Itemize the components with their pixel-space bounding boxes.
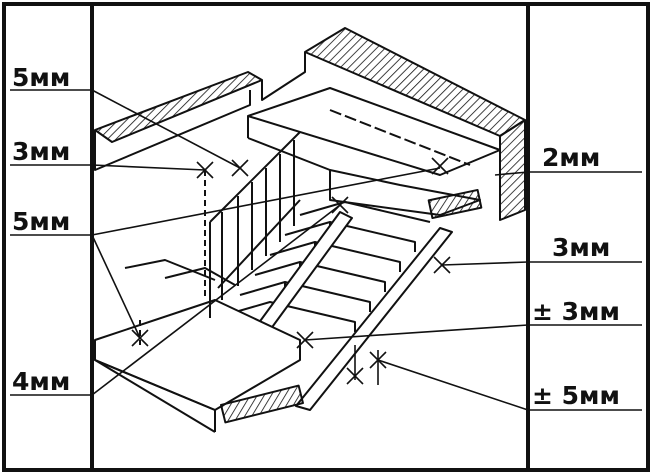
marker: [196, 161, 214, 179]
handrail: [209, 131, 301, 318]
back-wall-hatch: [94, 71, 263, 143]
steps: [224, 201, 431, 332]
leader-lines: [10, 89, 642, 411]
stringer: [295, 227, 453, 411]
label-right-second: 3мм: [552, 233, 610, 262]
marker: [296, 331, 314, 349]
label-right-top: 2мм: [542, 143, 600, 172]
marker: [231, 159, 249, 177]
labels: 5мм 3мм 5мм 4мм 2мм 3мм ± 3мм ± 5мм: [12, 63, 620, 410]
label-right-bottom: ± 5мм: [532, 381, 620, 410]
staircase-drawing: [94, 27, 526, 433]
label-left-second: 3мм: [12, 137, 70, 166]
marker: [369, 351, 387, 369]
label-right-third: ± 3мм: [532, 297, 620, 326]
label-left-third: 5мм: [12, 207, 70, 236]
right-wall-side-hatch: [499, 119, 526, 221]
marker: [131, 329, 149, 347]
marker: [346, 367, 364, 385]
marker: [433, 256, 451, 274]
marker: [331, 196, 349, 214]
lower-beam-hatch: [220, 384, 304, 424]
tolerance-markers: [131, 157, 451, 385]
marker: [431, 157, 449, 175]
label-left-bottom: 4мм: [12, 367, 70, 396]
upper-beam-hatch: [427, 188, 483, 220]
label-left-top: 5мм: [12, 63, 70, 92]
